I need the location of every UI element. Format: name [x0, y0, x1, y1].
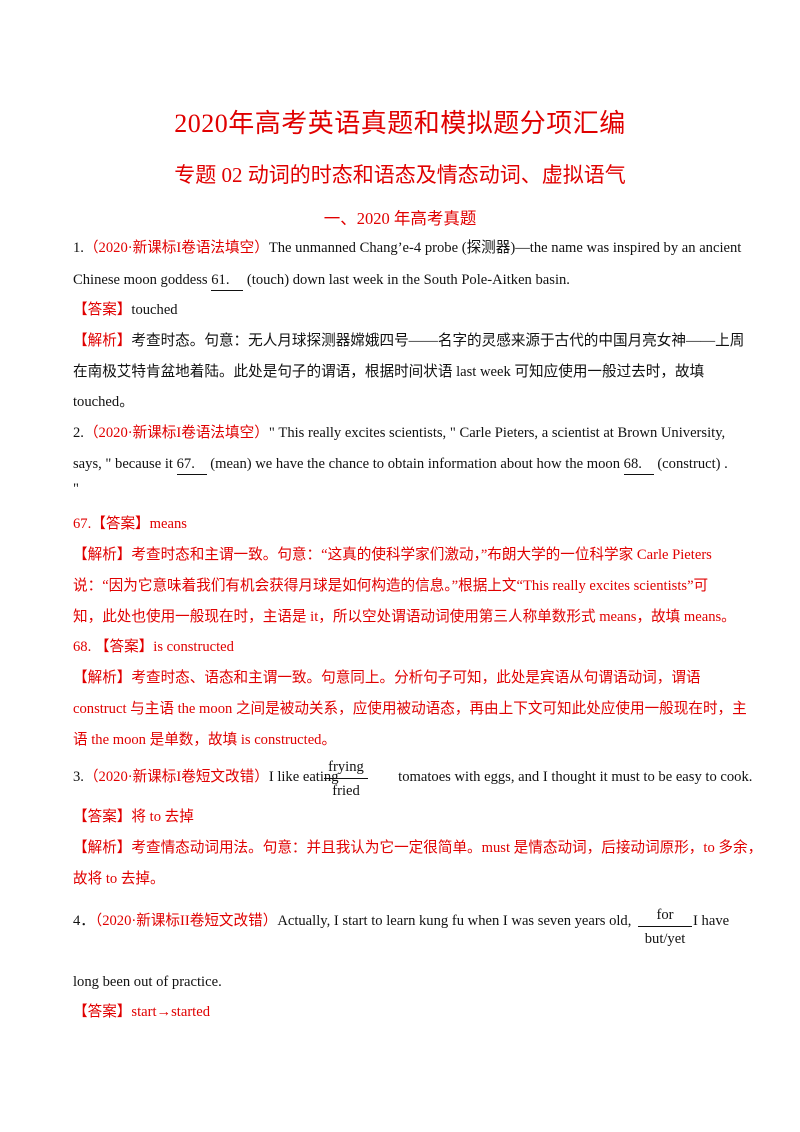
q2-analysis-67-2: 说：“因为它意味着我们有机会获得月球是如何构造的信息。”根据上文“This re… [73, 578, 709, 594]
q4-source: （2020·新课标II卷短文改错） [94, 913, 278, 929]
q3-analysis-2: 故将 to 去掉。 [73, 871, 165, 887]
q2-line-1: 2.（2020·新课标I卷语法填空）" This really excites … [73, 425, 726, 441]
q3-line-1: 3.（2020·新课标I卷短文改错）I like eating tomatoes… [73, 769, 753, 785]
q2-analysis-68-3: 语 the moon 是单数，故填 is constructed。 [73, 732, 337, 748]
q2-source: （2020·新课标I卷语法填空） [83, 425, 269, 441]
q3-source: （2020·新课标I卷短文改错） [83, 769, 269, 785]
page-subtitle: 专题 02 动词的时态和语态及情态动词、虚拟语气 [174, 163, 626, 187]
q4-line-2: long been out of practice. [73, 974, 222, 990]
q2-answer-67: 67.【答案】means [73, 516, 187, 532]
q2-answer-68: 68. 【答案】is constructed [73, 639, 234, 655]
q2-analysis-67-1: 【解析】考查时态和主谓一致。句意：“这真的使科学家们激动，”布朗大学的一位科学家… [73, 547, 712, 563]
q4-line-1: 4．（2020·新课标II卷短文改错）Actually, I start to … [73, 913, 730, 929]
q1-analysis-3: touched。 [73, 394, 134, 410]
q1-analysis-1: 【解析】考查时态。句意：无人月球探测器嫦娥四号——名字的灵感来源于古代的中国月亮… [73, 333, 745, 349]
q3-correction-original: frying [324, 757, 368, 779]
q2-blank-68: 68. [623, 454, 654, 475]
q2-analysis-68-1: 【解析】考查时态、语态和主谓一致。句意同上。分析句子可知，此处是宾语从句谓语动词… [73, 670, 701, 686]
q1-blank: 61. [211, 270, 244, 291]
page-title: 2020年高考英语真题和模拟题分项汇编 [174, 109, 626, 138]
q4-correction-mark: for but/yet [638, 905, 692, 949]
q4-answer: 【答案】start→started [73, 1004, 211, 1020]
q3-correction-fixed: fried [332, 783, 360, 799]
q1-line-1: 1.（2020·新课标I卷语法填空）The unmanned Chang’e-4… [73, 240, 742, 256]
section-heading: 一、2020 年高考真题 [323, 209, 477, 228]
q2-analysis-67-3: 知，此处也使用一般现在时，主语是 it，所以空处谓语动词使用第三人称单数形式 m… [73, 609, 736, 625]
q3-analysis-1: 【解析】考查情态动词用法。句意：并且我认为它一定很简单。must 是情态动词，后… [73, 840, 763, 856]
q4-correction-fixed: but/yet [644, 931, 686, 947]
q3-correction-mark: frying fried [324, 757, 368, 801]
q1-line-2: Chinese moon goddess 61. (touch) down la… [73, 270, 570, 291]
q3-answer: 【答案】将 to 去掉 [73, 809, 194, 825]
q2-blank-67: 67. [176, 454, 207, 475]
q2-line-2: says, " because it 67. (mean) we have th… [73, 454, 728, 475]
q1-analysis-2: 在南极艾特肯盆地着陆。此处是句子的谓语，根据时间状语 last week 可知应… [73, 364, 705, 380]
q1-source: （2020·新课标I卷语法填空） [83, 240, 269, 256]
q4-correction-original: for [638, 905, 692, 927]
q2-line-3: " [73, 481, 79, 497]
q2-analysis-68-2: construct 与主语 the moon 之间是被动关系，应使用被动语态，再… [73, 701, 747, 717]
q1-answer: 【答案】touched [73, 302, 178, 318]
